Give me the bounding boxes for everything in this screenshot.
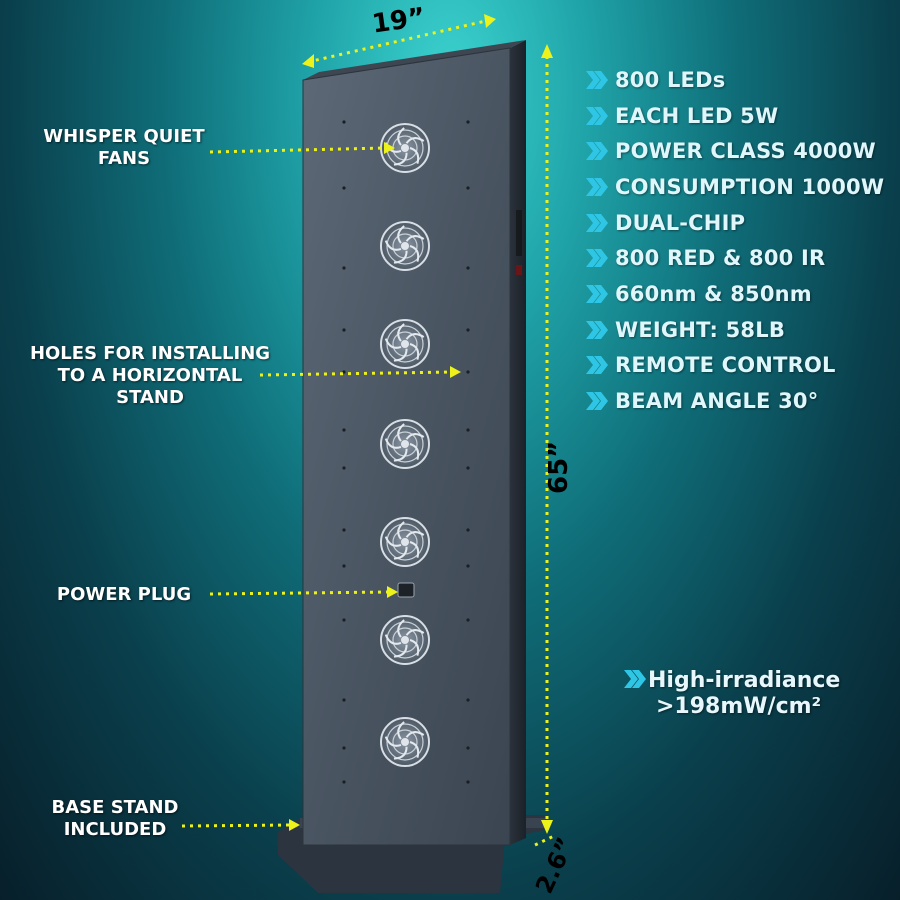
mounting-hole bbox=[466, 780, 470, 784]
callout-holes-line-3: STAND bbox=[116, 387, 184, 408]
irradiance-note: High-irradiance >198mW/cm² bbox=[622, 668, 840, 720]
spec-text: WEIGHT: 58LB bbox=[615, 317, 786, 342]
irradiance-line-2: >198mW/cm² bbox=[656, 694, 822, 719]
callout-fans-line-1: WHISPER QUIET bbox=[43, 126, 205, 147]
mounting-hole bbox=[342, 428, 346, 432]
callout-plug-line-1: POWER PLUG bbox=[56, 584, 192, 605]
spec-item: 800 LEDs bbox=[584, 62, 884, 98]
power-plug-socket bbox=[397, 582, 415, 598]
spec-item: WEIGHT: 58LB bbox=[584, 312, 884, 348]
dimension-lines bbox=[307, 18, 557, 847]
mounting-hole bbox=[342, 528, 346, 532]
callout-holes-line-2: TO A HORIZONTAL bbox=[57, 365, 243, 386]
mounting-hole bbox=[466, 370, 470, 374]
double-chevron-right-icon bbox=[586, 213, 608, 232]
spec-item: CONSUMPTION 1000W bbox=[584, 169, 884, 205]
spec-item: EACH LED 5W bbox=[584, 98, 884, 134]
callout-holes-line-1: HOLES FOR INSTALLING bbox=[29, 343, 271, 364]
fan-icon bbox=[380, 419, 430, 469]
callout-power-plug: POWER PLUG bbox=[46, 584, 202, 606]
mounting-hole bbox=[466, 266, 470, 270]
fan-icon bbox=[380, 615, 430, 665]
mounting-hole bbox=[466, 328, 470, 332]
spec-text: DUAL-CHIP bbox=[615, 210, 746, 235]
mounting-hole bbox=[342, 564, 346, 568]
spec-text: REMOTE CONTROL bbox=[615, 353, 836, 378]
double-chevron-right-icon bbox=[586, 320, 608, 339]
double-chevron-right-icon bbox=[586, 70, 608, 89]
fan-icon bbox=[380, 717, 430, 767]
callout-leaders bbox=[181, 146, 453, 828]
dimension-arrowheads bbox=[302, 14, 553, 834]
mounting-hole bbox=[466, 746, 470, 750]
mounting-hole bbox=[342, 186, 346, 190]
mounting-hole bbox=[466, 120, 470, 124]
mounting-hole bbox=[466, 528, 470, 532]
double-chevron-right-icon bbox=[586, 106, 608, 125]
spec-text: 660nm & 850nm bbox=[615, 281, 812, 306]
mounting-hole bbox=[466, 428, 470, 432]
spec-text: 800 RED & 800 IR bbox=[615, 246, 826, 271]
double-chevron-right-icon bbox=[586, 249, 608, 268]
fan-icon bbox=[380, 319, 430, 369]
fan-icon bbox=[380, 221, 430, 271]
panel-side bbox=[510, 40, 526, 845]
double-chevron-right-icon bbox=[586, 284, 608, 303]
mounting-hole bbox=[342, 328, 346, 332]
irradiance-line-1: High-irradiance bbox=[648, 668, 841, 693]
spec-item: 800 RED & 800 IR bbox=[584, 240, 884, 276]
callout-holes: HOLES FOR INSTALLING TO A HORIZONTAL STA… bbox=[22, 343, 278, 409]
double-chevron-right-icon bbox=[586, 356, 608, 375]
spec-text: BEAM ANGLE 30° bbox=[615, 389, 819, 414]
callout-base-line-2: INCLUDED bbox=[63, 819, 167, 840]
mounting-hole bbox=[342, 698, 346, 702]
spec-text: POWER CLASS 4000W bbox=[615, 139, 876, 164]
spec-item: BEAM ANGLE 30° bbox=[584, 383, 884, 419]
mounting-hole bbox=[342, 266, 346, 270]
mounting-hole bbox=[466, 698, 470, 702]
callout-base-stand: BASE STAND INCLUDED bbox=[42, 797, 188, 841]
spec-text: CONSUMPTION 1000W bbox=[615, 174, 885, 199]
spec-item: 660nm & 850nm bbox=[584, 276, 884, 312]
mounting-hole bbox=[342, 466, 346, 470]
mounting-hole bbox=[342, 618, 346, 622]
callout-fans-line-2: FANS bbox=[97, 148, 151, 169]
mounting-hole bbox=[342, 120, 346, 124]
double-chevron-right-icon bbox=[586, 177, 608, 196]
mounting-hole bbox=[342, 370, 346, 374]
double-chevron-right-icon bbox=[624, 670, 646, 688]
mounting-hole bbox=[342, 780, 346, 784]
mounting-hole bbox=[342, 746, 346, 750]
spec-item: POWER CLASS 4000W bbox=[584, 133, 884, 169]
fan-icon bbox=[380, 517, 430, 567]
mounting-holes bbox=[342, 120, 470, 784]
mounting-hole bbox=[466, 186, 470, 190]
height-dimension-label: 65” bbox=[544, 440, 574, 494]
callout-base-line-1: BASE STAND bbox=[51, 797, 179, 818]
spec-text: 800 LEDs bbox=[615, 67, 726, 92]
spec-item: DUAL-CHIP bbox=[584, 205, 884, 241]
double-chevron-right-icon bbox=[586, 142, 608, 161]
spec-item: REMOTE CONTROL bbox=[584, 348, 884, 384]
mounting-hole bbox=[466, 618, 470, 622]
spec-text: EACH LED 5W bbox=[615, 103, 779, 128]
mounting-hole bbox=[466, 466, 470, 470]
mounting-hole bbox=[466, 564, 470, 568]
double-chevron-right-icon bbox=[586, 392, 608, 411]
callout-fans: WHISPER QUIET FANS bbox=[36, 126, 212, 170]
